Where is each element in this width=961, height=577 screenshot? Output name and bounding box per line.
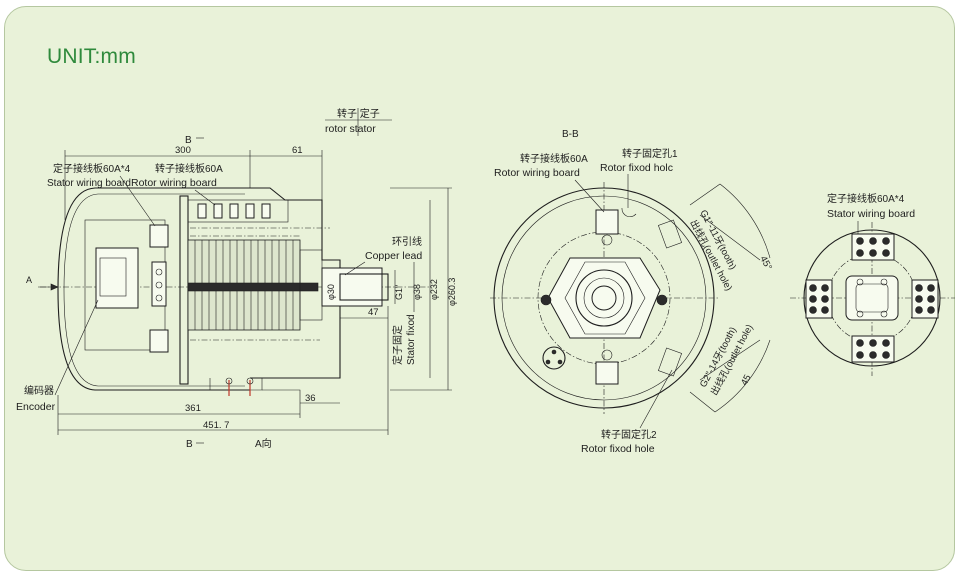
angle-45-upper: 45° bbox=[757, 254, 774, 272]
bb-rotor-board-en: Rotor wiring board bbox=[494, 167, 580, 179]
section-view-bb: B-B G1"-11牙(tooth) 出线孔(outlet ho bbox=[490, 129, 774, 455]
dim-300: 300 bbox=[175, 145, 191, 156]
dim-g1: G1" bbox=[394, 285, 404, 300]
rotor-stator-zh: 转子 定子 bbox=[337, 107, 380, 120]
angle-45-lower: 45 bbox=[739, 373, 754, 388]
stator-fixed-zh: 定子固定 bbox=[391, 325, 404, 365]
section-b-top: B bbox=[185, 135, 192, 146]
fix-hole-1-zh: 转子固定孔1 bbox=[622, 147, 678, 160]
copper-lead-en: Copper lead bbox=[365, 250, 422, 262]
section-bb-title: B-B bbox=[562, 129, 579, 140]
section-b-bottom: B bbox=[186, 439, 193, 450]
fix-hole-1-en: Rotor fixod holc bbox=[600, 162, 673, 174]
unit-title: UNIT:mm bbox=[47, 45, 136, 68]
end-view: 定子接线板60A*4 Stator wiring board bbox=[790, 192, 955, 376]
rotor-stator-en: rotor stator bbox=[325, 123, 376, 135]
fix-hole-2-zh: 转子固定孔2 bbox=[601, 428, 657, 441]
dim-phi260: φ260.3 bbox=[447, 278, 457, 306]
dim-61: 61 bbox=[292, 145, 303, 156]
view-a-bottom: A向 bbox=[255, 437, 272, 450]
rotor-board-en: Rotor wiring board bbox=[131, 177, 217, 189]
dim-phi38: φ38 bbox=[412, 284, 422, 300]
end-stator-board-zh: 定子接线板60A*4 bbox=[827, 192, 905, 205]
encoder-en: Encoder bbox=[16, 401, 56, 413]
copper-lead-zh: 环引线 bbox=[392, 235, 422, 248]
side-view: 300 61 361 451. 7 36 47 G1" φ38 φ232 φ26… bbox=[16, 107, 457, 450]
stator-board-zh: 定子接线板60A*4 bbox=[53, 162, 131, 175]
dim-36: 36 bbox=[305, 393, 316, 404]
dim-47: 47 bbox=[368, 307, 379, 318]
stator-board-en: Stator wiring board bbox=[47, 178, 131, 189]
view-a-left: A bbox=[26, 275, 32, 285]
rotor-board-zh: 转子接线板60A bbox=[155, 162, 223, 175]
dim-phi30: φ30 bbox=[326, 284, 336, 300]
dim-phi232: φ232 bbox=[429, 279, 439, 300]
fix-hole-2-en: Rotor fixod hole bbox=[581, 443, 655, 455]
dim-451-7: 451. 7 bbox=[203, 420, 229, 431]
end-stator-board-en: Stator wiring board bbox=[827, 208, 915, 220]
encoder-zh: 编码器 bbox=[24, 384, 54, 397]
dim-361: 361 bbox=[185, 403, 201, 414]
bb-rotor-board-zh: 转子接线板60A bbox=[520, 152, 588, 165]
stator-fixed-en: Stator fixod bbox=[406, 314, 417, 365]
